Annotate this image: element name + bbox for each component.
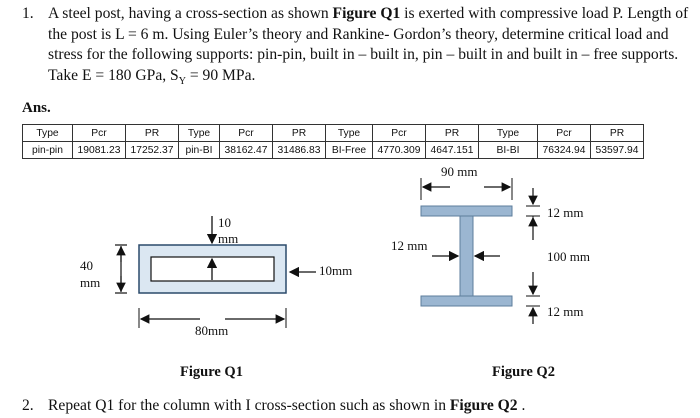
dim-flange-top-label: 12 mm (547, 205, 584, 220)
question-2-number: 2. (22, 397, 34, 414)
dim-top-unit: mm (218, 231, 239, 246)
question-1-number: 1. (22, 5, 34, 22)
dim-bottom-label: 80mm (195, 323, 229, 338)
dim-left-value: 40 (80, 258, 93, 273)
dim-left-unit: mm (80, 275, 101, 290)
dim-flange-bottom-label: 12 mm (547, 304, 584, 319)
question-2-end: . (517, 397, 526, 414)
top-flange (420, 205, 513, 217)
table-cell: 19081.23 (72, 141, 126, 159)
table-row: pin-pin 19081.23 17252.37 pin-BI 38162.4… (22, 141, 644, 159)
figure-q2-caption: Figure Q2 (492, 364, 555, 380)
table-cell: 38162.47 (219, 141, 273, 159)
dim-right-label: 10mm (319, 263, 353, 278)
answer-label: Ans. (22, 100, 51, 116)
table-cell: 4647.151 (425, 141, 479, 159)
question-2: 2. Repeat Q1 for the column with I cross-… (22, 397, 525, 415)
results-table: Type Pcr PR Type Pcr PR Type Pcr PR Type… (22, 124, 644, 159)
web (459, 215, 474, 297)
dim-top-value: 10 (218, 215, 231, 230)
dim-height-label: 100 mm (547, 249, 590, 264)
q1-subscript: Y (178, 75, 186, 87)
question-1: 1. A steel post, having a cross-section … (22, 4, 692, 92)
q1-figure-ref: Figure Q1 (332, 5, 401, 22)
dim-web-label: 12 mm (391, 238, 428, 253)
figure-q1-caption: Figure Q1 (180, 364, 243, 380)
question-1-text: A steel post, having a cross-section as … (48, 4, 692, 92)
table-cell: 53597.94 (590, 141, 644, 159)
table-header-row: Type Pcr PR Type Pcr PR Type Pcr PR Type… (22, 124, 644, 142)
dim-90-label: 90 mm (441, 164, 478, 179)
q1-text-part: A steel post, having a cross-section as … (48, 5, 333, 22)
q1-text-part: = 90 MPa. (185, 66, 256, 84)
figure-q2-ibeam (420, 205, 513, 307)
q1-text-part: is exerted with compressive load P. Leng… (48, 5, 689, 84)
bottom-flange (420, 295, 513, 307)
question-2-text: Repeat Q1 for the column with I cross-se… (48, 397, 450, 414)
q2-figure-ref: Figure Q2 (449, 397, 518, 414)
